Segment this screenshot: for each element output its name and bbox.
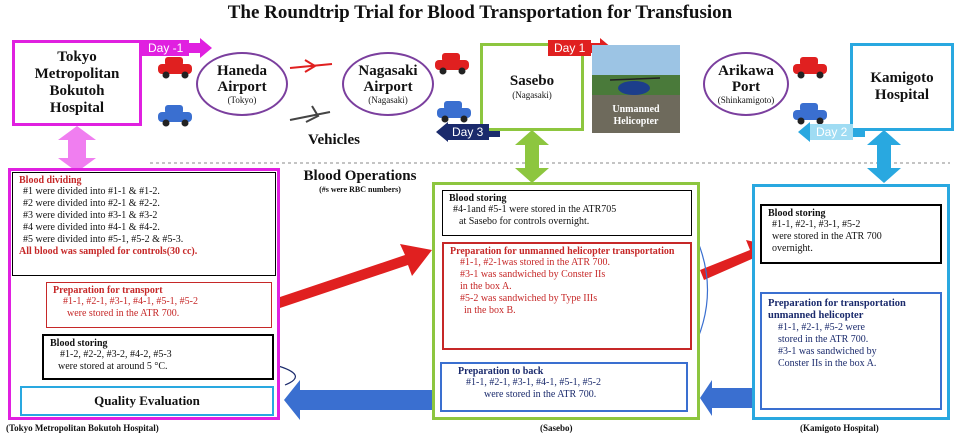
sasebo-back-line: #1-1, #2-1, #3-1, #4-1, #5-1, #5-2	[466, 377, 601, 388]
day-1-label: Day 1	[548, 40, 592, 56]
blue-car-icon	[158, 105, 192, 127]
kamigoto-prep-line: #1-1, #2-1, #5-2 were	[778, 322, 865, 333]
day-2-label: Day 2	[810, 124, 854, 140]
gray-airplane-icon	[289, 105, 331, 123]
red-car-icon	[435, 53, 469, 75]
dividing-line: #5 were divided into #5-1, #5-2 & #5-3.	[23, 234, 184, 245]
dividing-line: #1 were divided into #1-1 & #1-2.	[23, 186, 160, 197]
kamigoto-storing-title: Blood storing	[768, 208, 826, 219]
tokyo-hospital-name: Tokyo Metropolitan Bokutoh Hospital	[34, 49, 120, 116]
sasebo-storing-line: at Sasebo for controls overnight.	[459, 216, 590, 227]
nagasaki-airport-oval: Nagasaki Airport (Nagasaki)	[342, 52, 434, 116]
kamigoto-storing-line: were stored in the ATR 700	[772, 231, 882, 242]
blue-arrow-kamigoto-sasebo	[700, 380, 755, 416]
tokyo-prep-line: were stored in the ATR 700.	[67, 308, 180, 319]
arikawa-name: Arikawa Port	[718, 62, 774, 95]
vehicles-label: Vehicles	[308, 132, 360, 148]
sampled-note: All blood was sampled for controls(30 cc…	[19, 246, 198, 257]
haneda-airport-oval: Haneda Airport (Tokyo)	[196, 52, 288, 116]
sasebo-sub: (Nagasaki)	[512, 90, 552, 100]
kamigoto-prep-line: #3-1 was sandwiched by	[778, 346, 877, 357]
kamigoto-storing-line: #1-1, #2-1, #3-1, #5-2	[772, 219, 861, 230]
arikawa-sub: (Shinkamigoto)	[717, 94, 775, 105]
sasebo-name: Sasebo	[509, 73, 555, 89]
tokyo-storing-line: #1-2, #2-2, #3-2, #4-2, #5-3	[60, 349, 172, 360]
sasebo-back-line: were stored in the ATR 700.	[484, 389, 597, 400]
sasebo-storing-box: Blood storing #4-1and #5-1 were stored i…	[442, 190, 692, 236]
sasebo-bottom-label: (Sasebo)	[540, 423, 573, 433]
nagasaki-name: Nagasaki Airport	[358, 62, 418, 95]
day-minus1-label: Day -1	[142, 40, 190, 56]
helicopter-line2: Helicopter	[613, 116, 659, 127]
tokyo-prep-title: Preparation for transport	[53, 285, 163, 296]
page-title: The Roundtrip Trial for Blood Transporta…	[227, 2, 733, 23]
red-airplane-icon	[289, 59, 333, 73]
haneda-name: Haneda Airport	[216, 62, 267, 95]
sasebo-prep-title: Preparation for unmanned helicopter tran…	[450, 246, 675, 257]
day-3-label: Day 3	[446, 124, 490, 140]
helicopter-caption: Unmanned Helicopter	[592, 104, 680, 128]
tokyo-prep-line: #1-1, #2-1, #3-1, #4-1, #5-1, #5-2	[63, 296, 198, 307]
kamigoto-bottom-label: (Kamigoto Hospital)	[800, 423, 879, 433]
red-car-icon	[793, 57, 827, 79]
kamigoto-prep-title: Preparation for transportation unmanned …	[768, 298, 906, 321]
kamigoto-storing-box: Blood storing #1-1, #2-1, #3-1, #5-2 wer…	[760, 204, 942, 264]
red-arrow-tokyo-sasebo	[277, 244, 432, 308]
dividing-title: Blood dividing	[19, 175, 82, 186]
blue-arrow-sasebo-tokyo	[284, 380, 440, 420]
blood-operations-title: Blood Operations (#s were RBC numbers)	[280, 168, 440, 194]
sasebo-prep-line: #3-1 was sandwiched by Conster IIs	[460, 269, 606, 280]
dividing-line: #3 were divided into #3-1 & #3-2	[23, 210, 158, 221]
quality-evaluation-label: Quality Evaluation	[94, 393, 200, 408]
kamigoto-hospital-box: Kamigoto Hospital	[850, 43, 954, 131]
tokyo-bottom-label: (Tokyo Metropolitan Bokutoh Hospital)	[6, 423, 159, 433]
quality-evaluation-box: Quality Evaluation	[20, 386, 274, 416]
haneda-sub: (Tokyo)	[227, 94, 257, 105]
sasebo-prep-box: Preparation for unmanned helicopter tran…	[442, 242, 692, 350]
blue-car-icon	[793, 103, 827, 125]
sasebo-prep-line: in the box B.	[464, 305, 516, 316]
blue-car-icon	[437, 101, 471, 123]
kamigoto-storing-line: overnight.	[772, 243, 813, 254]
helicopter-photo	[592, 45, 680, 133]
kamigoto-prep-box: Preparation for transportation unmanned …	[760, 292, 942, 410]
sasebo-prep-line: in the box A.	[460, 281, 512, 292]
sasebo-prep-line: #5-2 was sandwiched by Type IIIs	[460, 293, 598, 304]
arikawa-port-oval: Arikawa Port (Shinkamigoto)	[703, 52, 789, 116]
sasebo-storing-title: Blood storing	[449, 193, 507, 204]
blood-ops-heading: Blood Operations	[303, 168, 417, 184]
sasebo-back-box: Preparation to back #1-1, #2-1, #3-1, #4…	[440, 362, 688, 412]
helicopter-line1: Unmanned	[612, 104, 660, 115]
sasebo-prep-line: #1-1, #2-1was stored in the ATR 700.	[460, 257, 610, 268]
dividing-line: #2 were divided into #2-1 & #2-2.	[23, 198, 160, 209]
tokyo-storing-line: were stored at around 5 °C.	[58, 361, 168, 372]
kamigoto-vertical-arrow	[867, 130, 901, 183]
tokyo-dividing-box: Blood dividing #1 were divided into #1-1…	[12, 172, 276, 276]
red-car-icon	[158, 57, 192, 79]
sasebo-vertical-arrow	[515, 130, 549, 183]
tokyo-storing-title: Blood storing	[50, 338, 108, 349]
nagasaki-sub: (Nagasaki)	[368, 94, 408, 105]
dividing-line: #4 were divided into #4-1 & #4-2.	[23, 222, 160, 233]
tokyo-curve-arrow	[274, 364, 296, 386]
tokyo-hospital-box: Tokyo Metropolitan Bokutoh Hospital	[12, 40, 142, 126]
blood-ops-sub: (#s were RBC numbers)	[319, 185, 401, 194]
sasebo-storing-line: #4-1and #5-1 were stored in the ATR705	[453, 204, 617, 215]
tokyo-storing-box: Blood storing #1-2, #2-2, #3-2, #4-2, #5…	[42, 334, 274, 380]
tokyo-vertical-arrow	[58, 126, 96, 172]
sasebo-box: Sasebo (Nagasaki)	[480, 43, 584, 131]
kamigoto-hospital-name: Kamigoto Hospital	[870, 70, 934, 103]
tokyo-prep-box: Preparation for transport #1-1, #2-1, #3…	[46, 282, 272, 328]
kamigoto-prep-line: stored in the ATR 700.	[778, 334, 869, 345]
kamigoto-prep-line: Conster IIs in the box A.	[778, 358, 877, 369]
sasebo-back-title: Preparation to back	[458, 366, 544, 377]
